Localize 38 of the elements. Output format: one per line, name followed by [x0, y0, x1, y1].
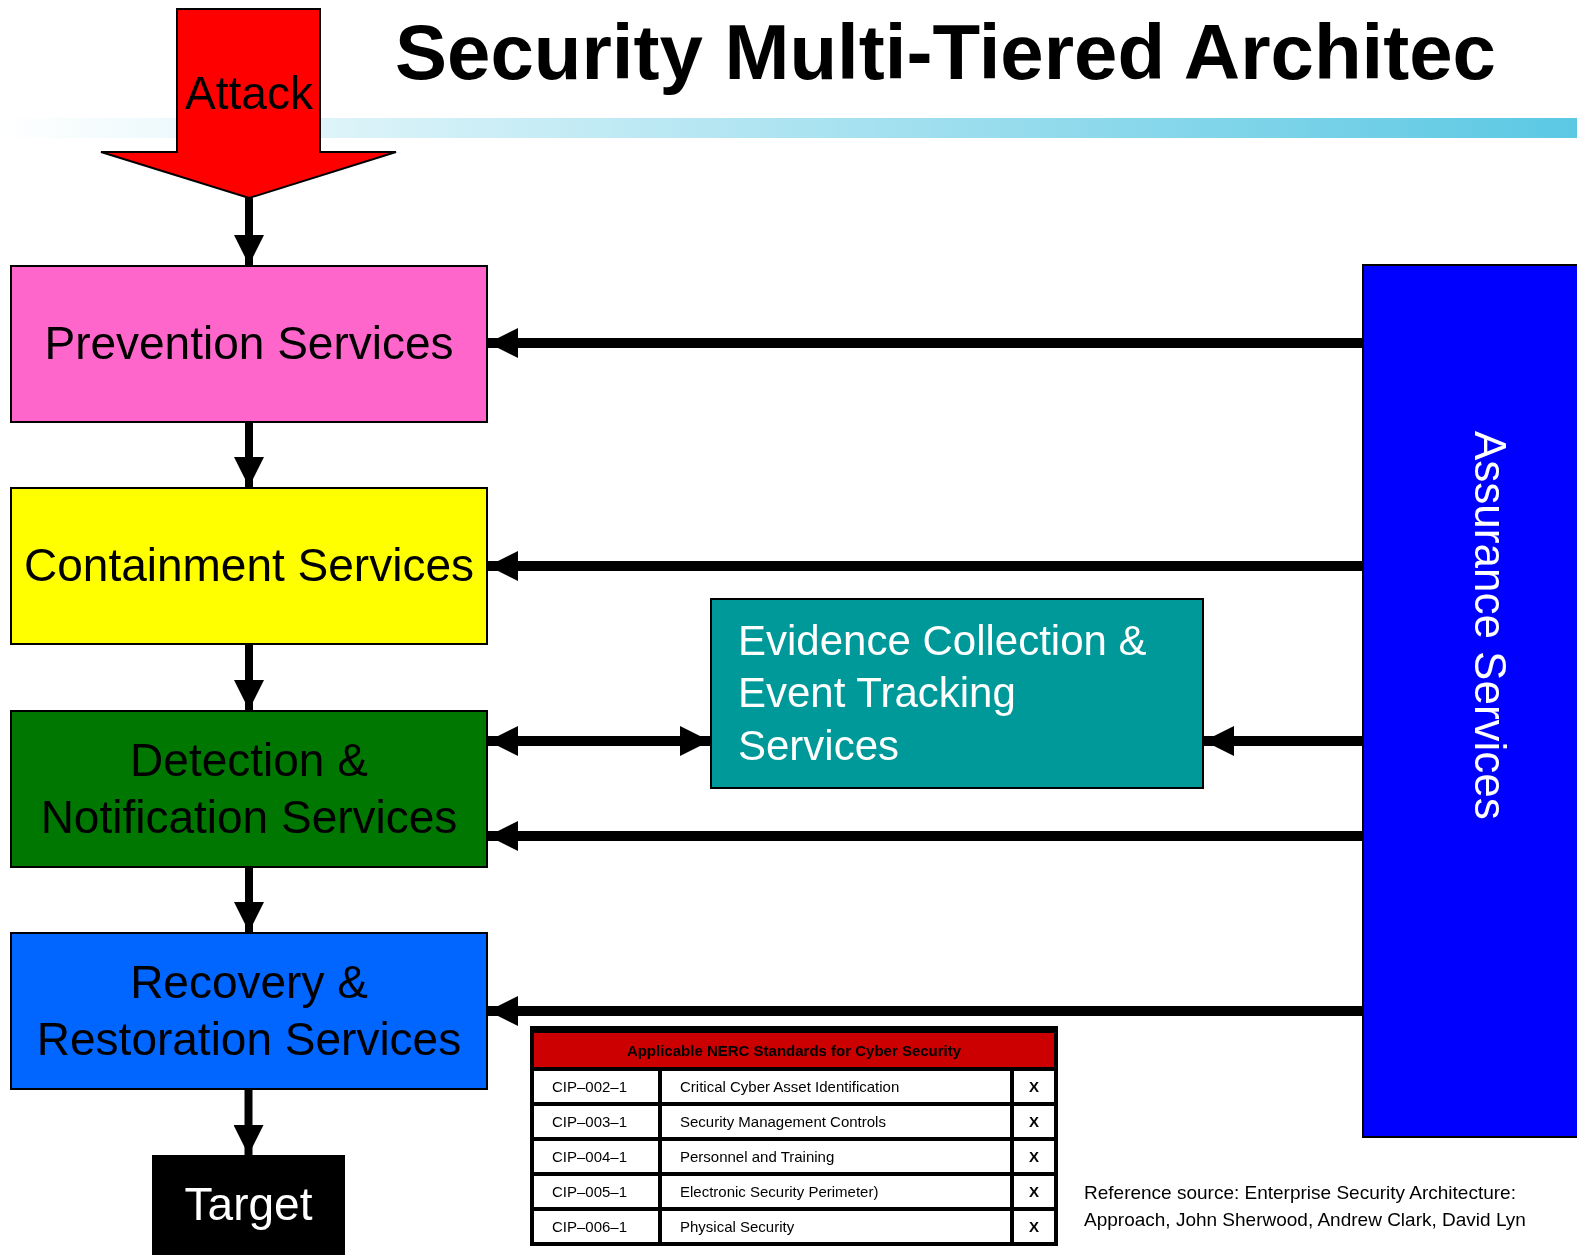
check-mark: X	[1012, 1069, 1056, 1104]
arrow	[488, 821, 1362, 851]
arrow	[234, 645, 264, 710]
reference-note: Reference source: Enterprise Security Architecture: Approach, John Sherwood, Andrew Clark, David Lyn	[1084, 1181, 1527, 1232]
check-mark: X	[1012, 1174, 1056, 1209]
title: Security Multi-Tiered Architec	[395, 8, 1496, 98]
standard-title: Physical Security	[660, 1209, 1012, 1244]
standard-code: CIP–003–1	[532, 1104, 660, 1139]
service-box: Recovery & Restoration Services	[10, 932, 488, 1090]
check-mark: X	[1012, 1209, 1056, 1244]
check-mark: X	[1012, 1139, 1056, 1174]
check-mark: X	[1012, 1104, 1056, 1139]
arrow	[488, 726, 710, 756]
target-box: Target	[152, 1155, 345, 1255]
arrow	[488, 551, 1362, 581]
standard-title: Personnel and Training	[660, 1139, 1012, 1174]
arrow	[234, 868, 264, 932]
service-box: Prevention Services	[10, 265, 488, 423]
standard-code: CIP–004–1	[532, 1139, 660, 1174]
node-label: Attack	[185, 70, 313, 116]
standard-code: CIP–006–1	[532, 1209, 660, 1244]
attack-arrow	[101, 8, 397, 198]
service-box: Containment Services	[10, 487, 488, 645]
service-box: Detection & Notification Services	[10, 710, 488, 868]
arrow	[488, 328, 1362, 358]
assurance-bar: Assurance Services	[1362, 264, 1577, 1138]
standard-code: CIP–002–1	[532, 1069, 660, 1104]
standard-code: CIP–005–1	[532, 1174, 660, 1209]
standard-title: Critical Cyber Asset Identification	[660, 1069, 1012, 1104]
service-box: Evidence Collection & Event Tracking Services	[710, 598, 1204, 789]
arrow	[1204, 726, 1362, 756]
arrow	[233, 1090, 264, 1155]
arrow	[234, 423, 264, 487]
table-header: Applicable NERC Standards for Cyber Security	[532, 1029, 1056, 1069]
standard-title: Electronic Security Perimeter)	[660, 1174, 1012, 1209]
arrow	[234, 198, 264, 265]
arrow	[488, 996, 1362, 1026]
standard-title: Security Management Controls	[660, 1104, 1012, 1139]
